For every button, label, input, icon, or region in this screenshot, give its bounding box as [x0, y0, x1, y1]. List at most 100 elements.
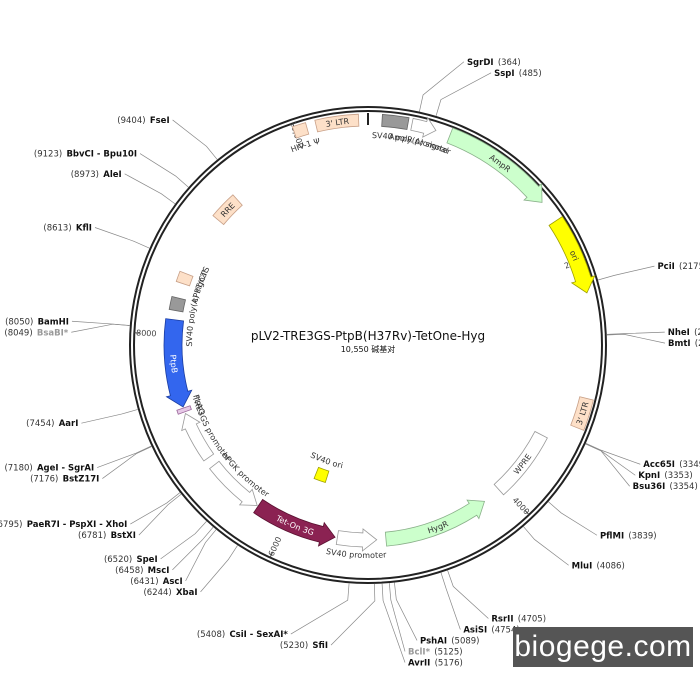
feature-hiv-1	[291, 122, 310, 139]
site-name: PshAI	[420, 636, 447, 646]
site-leader	[435, 72, 492, 117]
site-position: (8050)	[5, 317, 33, 327]
site-label-xbai: (6244) XbaI	[143, 587, 197, 597]
feature-sv40-poly-a-signal	[168, 295, 186, 313]
tick-mark	[269, 551, 274, 558]
site-label-sfii: (5230) SfiI	[280, 641, 328, 651]
feature-label-sv40-promoter: SV40 promoter	[325, 546, 387, 559]
site-position: (364)	[498, 57, 521, 67]
plasmid-length: 10,550 碱基对	[341, 344, 396, 354]
site-position: (2175)	[679, 262, 700, 272]
site-leader	[139, 153, 189, 188]
feature-ampr	[446, 127, 543, 203]
site-leader	[97, 445, 152, 468]
site-position: (3349)	[679, 460, 700, 470]
feature-label-sv40-ori: SV40 ori	[309, 450, 344, 470]
site-leader	[523, 526, 569, 566]
site-name: NheI	[668, 328, 690, 338]
site-leader	[381, 583, 406, 663]
site-name: XbaI	[176, 587, 198, 597]
feature-ptpb	[163, 318, 193, 408]
site-label-alei: (8973) AleI	[71, 169, 122, 179]
site-name: SfiI	[312, 641, 328, 651]
site-position: (7180)	[4, 463, 32, 473]
site-name: BclI*	[408, 647, 431, 657]
site-position: (6520)	[104, 554, 132, 564]
site-position: (8049)	[4, 328, 32, 338]
site-leader	[81, 409, 138, 424]
site-label-asci: (6431) AscI	[130, 576, 182, 586]
site-label-aari: (7454) AarI	[26, 419, 78, 429]
site-leader	[440, 572, 461, 630]
site-leader	[94, 227, 150, 249]
watermark: biogege.com	[513, 627, 693, 667]
site-leader	[172, 526, 214, 571]
site-leader	[138, 493, 182, 536]
site-label-fsei: (9404) FseI	[117, 115, 169, 125]
site-name: BmtI	[668, 339, 691, 349]
site-position: (8613)	[43, 223, 71, 233]
feature-label-ptpb: PtpB	[169, 354, 180, 373]
site-label-bstz17i: (7176) BstZ17I	[30, 474, 99, 484]
backbone	[129, 106, 607, 584]
site-name: AleI	[103, 169, 121, 179]
feature-sv40-promoter	[335, 528, 378, 552]
site-name: BsaBI*	[37, 328, 69, 338]
site-position: (2567)	[695, 339, 700, 349]
site-position: (2563)	[694, 328, 700, 338]
site-label-bamhi: (8050) BamHI	[5, 317, 69, 327]
site-name: PflMI	[600, 531, 624, 541]
site-label-bcli: BclI* (5125)	[408, 647, 463, 657]
site-leader	[172, 119, 218, 160]
site-label-sspi: SspI (485)	[494, 68, 542, 78]
feature-cppt-cts	[175, 270, 194, 287]
site-name: SpeI	[136, 554, 157, 564]
site-leader	[130, 492, 181, 525]
site-leader	[585, 443, 630, 487]
site-position: (3353)	[664, 471, 692, 481]
site-name: Bsu36I	[633, 482, 666, 492]
feature-label-ampr-promoter: AmpR promoter	[388, 132, 452, 157]
site-label-agei-sgrai: (7180) AgeI - SgrAI	[4, 463, 94, 473]
site-position: (6795)	[0, 520, 22, 530]
site-name: Acc65I	[643, 460, 675, 470]
site-name: MscI	[148, 565, 170, 575]
site-label-avrii: AvrII (5176)	[408, 658, 463, 668]
site-leader	[388, 583, 406, 652]
site-label-csii-sexai: (5408) CsiI - SexAI*	[197, 630, 288, 640]
backbone-outer	[129, 106, 607, 584]
site-leader	[185, 529, 217, 582]
site-leader	[394, 582, 418, 641]
site-position: (9404)	[117, 115, 145, 125]
site-position: (5176)	[435, 658, 463, 668]
site-name: BstZ17I	[63, 474, 100, 484]
site-position: (3354)	[670, 482, 698, 492]
site-label-bbvci-bpu10i: (9123) BbvCI - Bpu10I	[34, 149, 137, 159]
site-position: (5230)	[280, 641, 308, 651]
site-position: (5089)	[451, 636, 479, 646]
restriction-sites: SgrDI (364)SspI (485)PciI (2175)NheI (25…	[0, 57, 700, 668]
site-leader	[330, 583, 376, 646]
tick-label: 6000	[267, 535, 284, 557]
site-name: BamHI	[38, 317, 69, 327]
site-position: (7454)	[26, 419, 54, 429]
site-name: KflI	[76, 223, 92, 233]
site-name: AgeI - SgrAI	[37, 463, 94, 473]
tick-label: 8000	[136, 328, 157, 338]
site-name: FseI	[150, 115, 170, 125]
site-leader	[606, 331, 665, 335]
site-position: (9123)	[34, 149, 62, 159]
feature-label-ori: ori	[568, 249, 580, 262]
site-label-paer7i-pspxi-xhoi: (6795) PaeR7I - PspXI - XhoI	[0, 520, 127, 530]
feature-hygr	[384, 499, 486, 547]
site-name: SgrDI	[467, 57, 494, 67]
site-label-spei: (6520) SpeI	[104, 554, 158, 564]
site-label-kpni: KpnI (3353)	[638, 471, 692, 481]
tick-mark	[524, 510, 530, 516]
site-leader	[290, 583, 350, 635]
site-label-asisi: AsiSI (4754)	[463, 625, 519, 635]
feature-3-ltr	[570, 396, 594, 431]
site-name: KpnI	[638, 471, 660, 481]
